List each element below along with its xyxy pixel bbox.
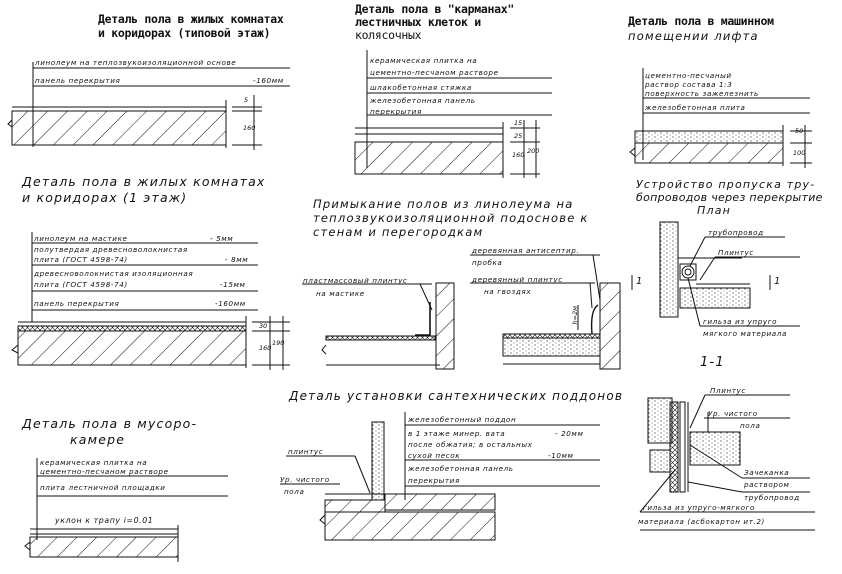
detail-elevator-room-drawing xyxy=(629,68,812,168)
callout-label: пробка xyxy=(472,258,503,267)
callout-label: гильза из упруго xyxy=(703,317,778,326)
detail-residential-typical-drawing xyxy=(7,62,290,150)
layer-label: древесноволокнистая изоляционная xyxy=(34,269,194,278)
layer-thickness: -15мм xyxy=(220,280,246,289)
layer-label: в 1 этаже минер. вата xyxy=(408,429,506,438)
layer-label: керамическая плитка на xyxy=(370,56,478,65)
detail-residential-typical-title-line1: Деталь пола в жилых комнатах xyxy=(98,12,284,26)
layer-label: плита (ГОСТ 4598-74) xyxy=(34,280,128,289)
detail-garbage-chamber-drawing xyxy=(24,458,228,562)
dimension-label: 200 xyxy=(527,147,540,155)
callout-label: на гвоздях xyxy=(484,287,532,296)
layer-label: железобетонный поддон xyxy=(408,415,517,424)
callout-label: трубопровод xyxy=(708,228,764,237)
callout-label: пластмассовый плинтус xyxy=(303,276,408,285)
detail-junction-left-drawing xyxy=(302,282,455,370)
detail-residential-first-floor-title-line1: Деталь пола в жилых комнатах xyxy=(22,174,266,189)
layer-label: линолеум на мастике xyxy=(34,234,128,243)
layer-thickness: -10мм xyxy=(548,451,574,460)
layer-label: после обжатия; в остальных xyxy=(408,440,533,449)
layer-thickness: -160мм xyxy=(253,76,284,85)
detail-pipe-passage-plan-drawing xyxy=(631,221,800,327)
layer-thickness: - 8мм xyxy=(225,255,249,264)
detail-pipe-passage-title-line2: бопроводов через перекрытие xyxy=(636,191,823,204)
detail-garbage-chamber-title-line2: камере xyxy=(70,432,126,447)
detail-section-1-1-drawing xyxy=(639,394,815,531)
callout-label: раствором xyxy=(744,480,790,489)
section-title: 1-1 xyxy=(700,355,725,370)
dimension-label: 25 xyxy=(514,132,523,140)
callout-label: Ур. чистого xyxy=(708,409,758,418)
section-mark-left: 1 xyxy=(636,276,644,287)
dimension-label: 160 xyxy=(512,151,525,159)
detail-stair-pockets-title-line3: колясочных xyxy=(355,28,422,42)
plan-label: План xyxy=(697,204,732,217)
detail-residential-first-floor-drawing xyxy=(11,232,290,370)
section-mark-right: 1 xyxy=(774,276,782,287)
dimension-label: 5 xyxy=(244,96,249,104)
layer-thickness: - 5мм xyxy=(210,234,234,243)
dimension-label: 30 xyxy=(259,322,268,330)
callout-label: на мастике xyxy=(316,289,365,298)
layer-label: плита (ГОСТ 4598-74) xyxy=(34,255,128,264)
layer-label: плита лестничной площадки xyxy=(40,483,166,492)
detail-elevator-room-title-line2: помещении лифта xyxy=(628,29,759,43)
detail-residential-typical-title-line2: и коридорах (типовой этаж) xyxy=(98,26,271,40)
callout-label: Ур. чистого xyxy=(280,475,330,484)
detail-stair-pockets-title-line1: Деталь пола в "карманах" xyxy=(355,2,514,16)
detail-junction-right-drawing xyxy=(470,254,621,370)
callout-label: Плинтус xyxy=(718,248,754,257)
detail-residential-first-floor-title-line2: и коридорах (1 этаж) xyxy=(22,190,188,205)
dimension-label: 50 xyxy=(795,127,804,135)
detail-stair-pockets-title-line2: лестничных клеток и xyxy=(355,15,481,29)
dimension-label: 190 xyxy=(272,339,285,347)
layer-label: цементно-песчаном растворе xyxy=(40,467,169,476)
callout-label: гильза из упруго-мягкого xyxy=(643,503,755,512)
layer-label: железобетонная панель xyxy=(370,96,476,105)
detail-stair-pockets-drawing xyxy=(354,50,552,178)
dimension-label: 15 xyxy=(514,119,523,127)
callout-label: Плинтус xyxy=(710,386,746,395)
layer-label: полутвердая древесноволокнистая xyxy=(34,245,188,254)
dimension-label: 100 xyxy=(793,149,806,157)
callout-label: плинтус xyxy=(288,447,324,456)
detail-junction-title-line3: стенам и перегородкам xyxy=(313,225,484,239)
callout-label: мягкого материала xyxy=(703,329,787,338)
layer-label: перекрытия xyxy=(408,476,460,485)
layer-label: цементно-песчаном растворе xyxy=(370,68,499,77)
layer-label: перекрытия xyxy=(370,107,422,116)
layer-thickness: -160мм xyxy=(215,299,246,308)
callout-label: деревянный плинтус xyxy=(472,275,563,284)
detail-sanitary-trays-title: Деталь установки сантехнических поддонов xyxy=(289,389,624,403)
callout-label: Зачеканка xyxy=(744,468,790,477)
layer-label: раствор состава 1:3 xyxy=(645,80,733,89)
layer-label: керамическая плитка на xyxy=(40,458,148,467)
callout-label: деревянная антисептир. xyxy=(472,246,580,255)
detail-sanitary-trays-drawing xyxy=(280,412,600,541)
detail-junction-title-line2: теплозвукоизоляционной подоснове к xyxy=(313,211,589,225)
callout-label: пола xyxy=(284,487,305,496)
layer-label: шлакобетонная стяжка xyxy=(370,83,472,92)
layer-label: линолеум на теплозвукоизоляционной основ… xyxy=(35,58,237,67)
detail-garbage-chamber-title-line1: Деталь пола в мусоро- xyxy=(22,416,198,431)
layer-label: железобетонная плита xyxy=(645,103,746,112)
dimension-label: 160 xyxy=(259,344,272,352)
detail-pipe-passage-title-line1: Устройство пропуска тру- xyxy=(636,178,816,191)
layer-label: железобетонная панель xyxy=(408,464,514,473)
layer-label: панель перекрытия xyxy=(35,76,121,85)
layer-label: цементно-песчаный xyxy=(645,71,732,80)
layer-label: поверхность зажелезнить xyxy=(645,89,759,98)
callout-label: пола xyxy=(740,421,761,430)
layer-label: сухой песок xyxy=(408,451,461,460)
slope-label: уклон к трапу i=0.01 xyxy=(55,516,154,525)
callout-label: трубопровод xyxy=(744,493,800,502)
layer-label: панель перекрытия xyxy=(34,299,120,308)
detail-junction-title-line1: Примыкание полов из линолеума на xyxy=(313,197,574,211)
callout-label: материала (асбокартон ит.2) xyxy=(638,517,765,526)
dimension-label: h=2м xyxy=(571,305,580,325)
layer-thickness: - 20мм xyxy=(555,429,584,438)
detail-elevator-room-title-line1: Деталь пола в машинном xyxy=(628,14,774,28)
dimension-label: 160 xyxy=(243,124,256,132)
